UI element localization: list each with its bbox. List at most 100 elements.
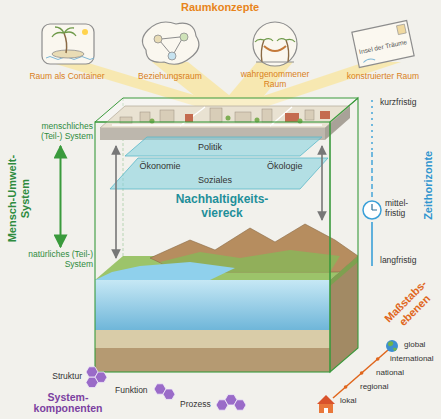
landscape-layer <box>95 280 330 330</box>
plane-label: Ökonomie <box>140 161 181 171</box>
time-axis <box>372 100 373 266</box>
house-icon <box>324 408 328 413</box>
axis-title: Zeithorizonte <box>422 150 435 219</box>
city-layer <box>140 112 150 122</box>
double-arrow <box>60 146 62 247</box>
system-component-hexagons <box>234 400 246 410</box>
axis-tick-label: lokal <box>340 396 356 405</box>
axis-tick-label: kurzfristig <box>380 98 416 108</box>
scale-axis <box>360 371 364 375</box>
clock-icon <box>363 201 381 219</box>
cube-front-edges <box>330 98 358 372</box>
globe-icon <box>388 341 397 351</box>
house-icon <box>319 404 333 413</box>
axis-title: Maßstabs- ebenen <box>378 274 441 337</box>
node-text: natürliches (Teil-) System <box>28 250 93 270</box>
relation-icon <box>160 37 182 53</box>
component-label: Funktion <box>115 386 148 396</box>
postcard-icon <box>352 21 414 68</box>
time-axis <box>371 222 373 266</box>
city-layer <box>235 112 251 122</box>
layer-link-arrows <box>116 146 322 258</box>
axis-tick-label: mittel- fristig <box>385 199 415 219</box>
sustainability-planes <box>125 137 322 156</box>
scale-axis <box>376 357 380 361</box>
city-layer <box>185 114 193 122</box>
city-layer <box>150 119 155 124</box>
city-layer <box>100 106 350 140</box>
city-layer <box>120 108 314 123</box>
axis-tick-label: langfristig <box>380 256 416 266</box>
city-layer <box>160 110 174 122</box>
perception-icon <box>261 40 288 62</box>
globe-icon <box>386 340 398 352</box>
landscape-layer <box>95 348 330 372</box>
perception-icon <box>255 39 295 42</box>
system-component-hexagons <box>163 389 175 399</box>
axis-title: System- komponenten <box>28 392 108 415</box>
city-layer <box>100 106 350 128</box>
container-icon <box>42 24 94 64</box>
node-text: wahrgenommener Raum <box>239 70 311 90</box>
node-text: menschliches (Teil-) System <box>28 122 93 142</box>
perception-icon <box>256 62 294 63</box>
city-layer <box>210 108 222 122</box>
node-text: konstruierter Raum <box>338 72 428 82</box>
house-icon <box>317 395 335 404</box>
city-layer <box>285 113 299 122</box>
postcard-icon <box>352 21 414 68</box>
relation-icon <box>142 22 198 64</box>
plane-label: Politik <box>198 142 222 152</box>
layer-link-arrows <box>115 146 117 258</box>
container-icon <box>42 24 94 64</box>
system-component-hexagons <box>86 377 98 387</box>
axis-tick-label: regional <box>360 382 388 391</box>
scale-axis <box>344 385 348 389</box>
axis-tick-label: global <box>404 340 425 349</box>
city-layer <box>298 119 303 124</box>
axis-tick-label: international <box>390 354 434 363</box>
node-text: Beziehungsraum <box>130 72 210 82</box>
perception-icon <box>253 22 297 66</box>
layer-link-arrows <box>321 146 323 220</box>
house-icon <box>317 395 335 413</box>
axis-title: Mensch-Umwelt- System <box>6 146 31 250</box>
container-icon <box>52 27 76 37</box>
cube-back-edges <box>95 98 358 372</box>
perception-icon <box>264 46 286 51</box>
globe-icon <box>386 340 398 352</box>
postcard-icon <box>363 58 375 62</box>
relation-icon <box>180 33 188 41</box>
cube-front-edges <box>95 98 358 372</box>
title: Raumkonzepte <box>181 1 259 14</box>
axis-tick-label: national <box>376 368 404 377</box>
city-layer <box>305 110 314 120</box>
sustainability-planes <box>110 158 328 189</box>
relation-icon <box>142 22 198 64</box>
node-text: Raum als Container <box>22 72 112 82</box>
landscape-layer <box>95 262 235 280</box>
city-layer <box>320 111 330 119</box>
city-layer <box>226 116 231 121</box>
landscape-layer <box>330 256 358 286</box>
system-component-hexagons <box>86 367 246 410</box>
system-label: natürliches (Teil-) System <box>28 250 93 271</box>
plane-label: Soziales <box>198 175 232 185</box>
clock-icon <box>372 204 377 210</box>
system-label: menschliches (Teil-) System <box>28 122 93 143</box>
cube-back-edges <box>95 98 358 372</box>
postcard-icon <box>397 24 407 34</box>
time-axis <box>371 100 372 150</box>
relation-icon <box>154 35 162 43</box>
concept-label: konstruierter Raum <box>338 72 428 83</box>
sustainability-planes <box>110 137 328 189</box>
container-icon <box>82 29 88 35</box>
perception-icon <box>253 22 297 66</box>
city-layer <box>112 107 322 126</box>
time-axis <box>371 152 372 198</box>
landscape-layer <box>95 330 330 348</box>
plane-label: Ökologie <box>267 161 303 171</box>
relation-icon <box>168 52 176 60</box>
landscape-layer <box>95 224 358 372</box>
